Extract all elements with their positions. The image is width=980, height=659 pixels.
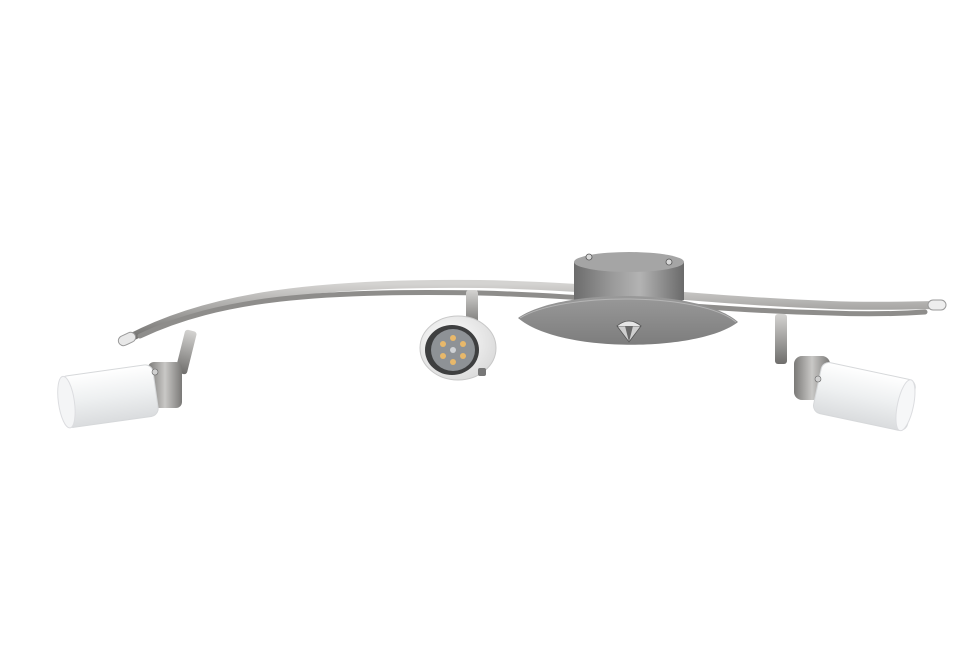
spot-left: [57, 329, 197, 429]
spot-right: [775, 314, 916, 432]
curved-bar: [117, 279, 947, 347]
spot-center: [419, 290, 497, 381]
canopy: [518, 252, 738, 345]
